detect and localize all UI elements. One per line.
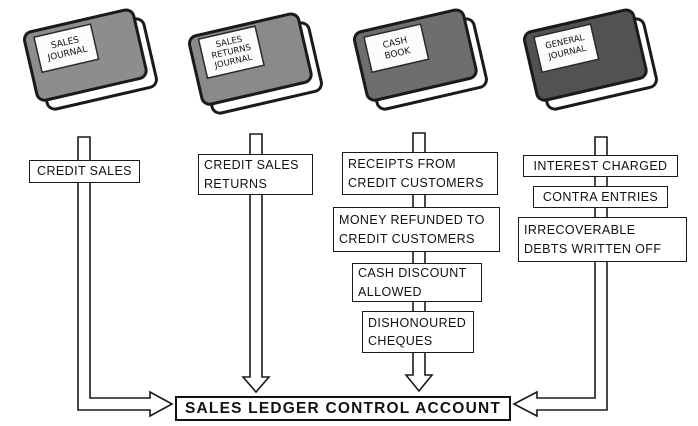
book-label-plate (33, 23, 100, 74)
flow-box-interest-charged: INTEREST CHARGED (523, 155, 678, 177)
book-label-plate (197, 25, 265, 80)
flow-box-line: CONTRA ENTRIES (542, 189, 659, 204)
flow-box-line: CREDIT SALES (37, 164, 132, 179)
book-label-plate (533, 23, 600, 74)
flow-box-line: RETURNS (204, 176, 268, 191)
sales-ledger-control-account-box: SALES LEDGER CONTROL ACCOUNT (175, 396, 511, 421)
flow-box-line: IRRECOVERABLE (524, 223, 636, 237)
flow-box-line: DISHONOURED (368, 315, 467, 330)
flow-box-credit-sales-returns: CREDIT SALES RETURNS (198, 154, 313, 195)
flow-box-dishonoured-cheques: DISHONOURED CHEQUES (362, 311, 474, 353)
flow-box-line: INTEREST CHARGED (533, 158, 668, 173)
flow-box-receipts-from-credit-customers: RECEIPTS FROM CREDIT CUSTOMERS (342, 152, 498, 195)
flow-box-line: CHEQUES (368, 334, 433, 348)
book-cash-book: CASH BOOK (352, 8, 488, 111)
flow-box-line: RECEIPTS FROM (348, 157, 456, 171)
arrow-general-journal-to-control (512, 136, 608, 418)
flow-box-contra-entries: CONTRA ENTRIES (533, 186, 668, 208)
flow-box-irrecoverable-debts-written-off: IRRECOVERABLE DEBTS WRITTEN OFF (518, 217, 687, 262)
book-label-plate (363, 23, 430, 74)
book-general-journal: GENERAL JOURNAL (522, 8, 658, 111)
flow-box-cash-discount-allowed: CASH DISCOUNT ALLOWED (352, 263, 482, 302)
book-sales-returns-journal: SALES RETURNS JOURNAL (187, 12, 323, 115)
flow-box-line: CREDIT CUSTOMERS (348, 175, 484, 190)
flow-box-line: ALLOWED (358, 284, 422, 299)
flow-box-money-refunded-to-credit-customers: MONEY REFUNDED TO CREDIT CUSTOMERS (333, 207, 500, 252)
flow-box-line: MONEY REFUNDED TO (339, 213, 485, 227)
flow-box-line: DEBTS WRITTEN OFF (524, 241, 662, 256)
flow-box-credit-sales: CREDIT SALES (29, 160, 140, 183)
flow-box-line: CASH DISCOUNT (358, 266, 467, 280)
flow-box-line: CREDIT CUSTOMERS (339, 231, 475, 246)
flow-box-line: CREDIT SALES (204, 158, 299, 172)
book-sales-journal: SALES JOURNAL (22, 8, 158, 111)
